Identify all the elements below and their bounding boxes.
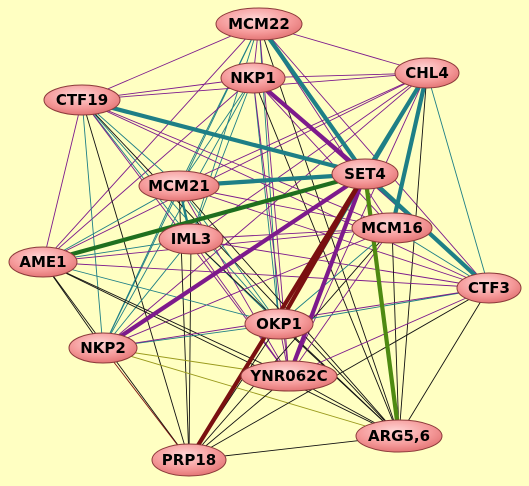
node-label-set4: SET4 [344,165,386,183]
edge-ctf19-prp18 [81,99,190,461]
edge-ame1-ctf3 [42,261,490,289]
edge-mcm16-nkp2 [102,227,393,349]
edge-nkp2-set4 [100,171,368,351]
edge-ynr062c-ctf3 [288,287,490,377]
edge-mcm21-nkp2 [102,185,180,349]
node-ctf3[interactable]: CTF3 [456,272,522,304]
node-label-nkp1: NKP1 [230,69,276,87]
node-nkp2[interactable]: NKP2 [68,332,138,364]
edge-prp18-ctf3 [188,287,490,461]
node-shape-ctf3 [456,272,522,304]
node-shape-iml3 [158,223,224,255]
edge-ctf19-mcm21 [81,99,180,187]
node-shape-ctf19 [43,84,121,116]
edge-nkp2-arg56 [102,347,400,437]
edge-chl4-ctf3 [426,72,490,289]
edge-ame1-set4 [40,171,368,265]
edge-chl4-set4 [362,70,430,177]
node-shape-set4 [331,158,399,190]
edge-nkp1-mcm21 [178,77,254,187]
node-label-ame1: AME1 [19,253,66,271]
edge-arg56-ctf3 [398,287,490,437]
edge-mcm22-ame1 [42,23,260,263]
edge-ctf19-arg56 [81,99,400,437]
node-nkp1[interactable]: NKP1 [220,62,286,94]
node-shape-okp1 [244,308,314,340]
node-label-chl4: CHL4 [405,64,449,82]
node-mcm21[interactable]: MCM21 [138,170,220,202]
node-shape-nkp2 [68,332,138,364]
node-label-mcm22: MCM22 [228,15,290,33]
edge-nkp2-prp18 [102,347,190,461]
node-prp18[interactable]: PRP18 [151,443,227,477]
edge-mcm16-prp18 [188,227,393,461]
edge-ame1-ynr062c [42,261,290,377]
node-shape-mcm22 [215,7,303,41]
node-set4[interactable]: SET4 [331,158,399,190]
node-mcm22[interactable]: MCM22 [215,7,303,41]
edge-mcm21-okp1 [178,185,280,325]
edge-iml3-prp18 [188,238,192,461]
edge-okp1-arg56 [278,323,400,437]
edge-iml3-nkp2 [102,238,192,349]
edge-chl4-arg56 [398,72,428,437]
node-chl4[interactable]: CHL4 [394,57,460,89]
edge-ctf19-nkp2 [81,99,104,349]
node-iml3[interactable]: IML3 [158,223,224,255]
edge-chl4-mcm21 [178,72,428,187]
node-shape-ame1 [8,246,78,278]
node-label-ctf19: CTF19 [56,91,108,109]
edge-mcm22-ctf19 [81,23,260,101]
node-ame1[interactable]: AME1 [8,246,78,278]
edge-iml3-ctf3 [190,238,490,289]
edge-ynr062c-set4 [286,171,368,379]
node-shape-nkp1 [220,62,286,94]
node-shape-ynr062c [240,360,338,392]
node-shape-arg56 [355,419,443,453]
edge-chl4-nkp2 [102,72,428,349]
node-label-ctf3: CTF3 [468,279,510,297]
node-label-okp1: OKP1 [256,315,302,333]
edge-ctf19-set4 [79,97,368,177]
edge-iml3-ynr062c [190,238,290,377]
node-shape-chl4 [394,57,460,89]
edge-mcm22-set4 [256,21,368,177]
edge-ctf19-okp1 [81,99,280,325]
node-label-iml3: IML3 [171,230,212,248]
node-shape-mcm16 [351,212,433,244]
edge-nkp1-nkp2 [102,77,254,349]
node-label-prp18: PRP18 [162,451,216,469]
node-ynr062c[interactable]: YNR062C [240,360,338,392]
node-arg56[interactable]: ARG5,6 [355,419,443,453]
node-label-nkp2: NKP2 [80,339,126,357]
edge-ame1-arg56 [42,261,400,437]
edge-ctf19-mcm16 [81,99,393,229]
edge-ame1-okp1 [42,261,280,325]
edge-nkp1-set4 [250,75,368,177]
edge-chl4-ame1 [42,72,428,263]
node-shape-prp18 [151,443,227,477]
node-mcm16[interactable]: MCM16 [351,212,433,244]
node-ctf19[interactable]: CTF19 [43,84,121,116]
node-label-mcm16: MCM16 [361,219,423,237]
edge-nkp1-arg56 [252,77,400,437]
edge-ctf19-ame1 [42,99,83,263]
edge-mcm22-iml3 [190,23,260,240]
node-label-ynr062c: YNR062C [249,367,327,385]
node-label-mcm21: MCM21 [148,177,210,195]
node-okp1[interactable]: OKP1 [244,308,314,340]
edge-mcm16-arg56 [391,227,400,437]
node-shape-mcm21 [138,170,220,202]
node-label-arg56: ARG5,6 [368,427,430,445]
edge-mcm21-ctf3 [178,185,490,289]
edge-nkp1-iml3 [190,77,254,240]
edge-ctf19-iml3 [81,99,192,240]
